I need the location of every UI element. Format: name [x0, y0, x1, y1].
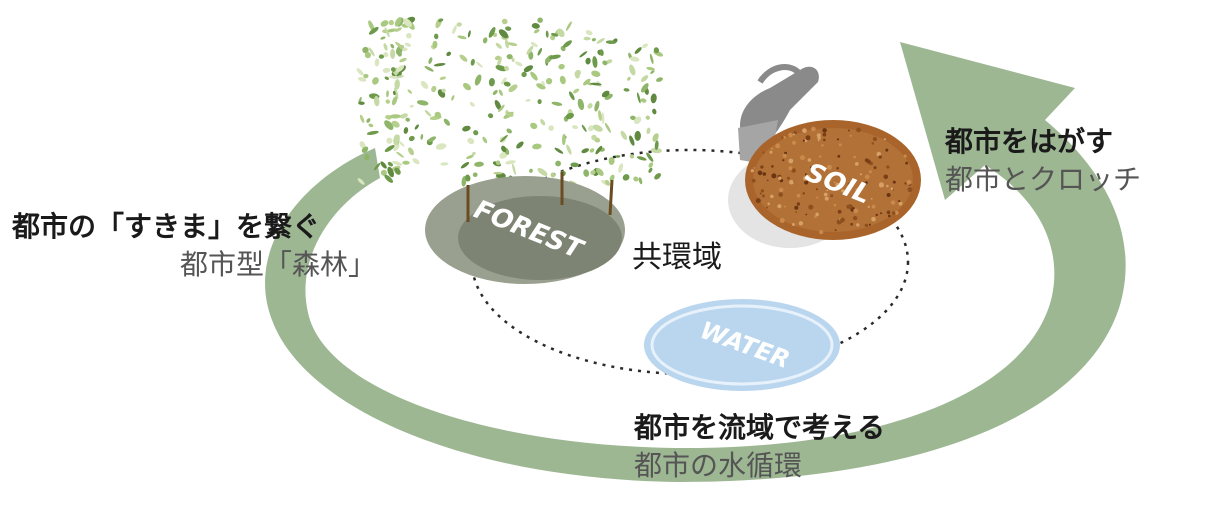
water-node: WATER: [644, 299, 840, 391]
forest-leaves: [356, 16, 664, 187]
soil-title: 都市をはがす: [945, 125, 1114, 158]
water-title: 都市を流域で考える: [634, 411, 886, 444]
forest-title: 都市の「すきま」を繋ぐ: [12, 210, 321, 243]
water-subtitle: 都市の水循環: [634, 449, 803, 482]
forest-subtitle: 都市型「森林」: [180, 248, 377, 281]
soil-node: SOIL: [728, 64, 921, 248]
soil-subtitle: 都市とクロッチ: [945, 163, 1142, 196]
forest-node: FOREST: [425, 172, 625, 284]
center-label: 共環域: [632, 240, 722, 275]
cycle-arrow-body: [265, 42, 1126, 482]
